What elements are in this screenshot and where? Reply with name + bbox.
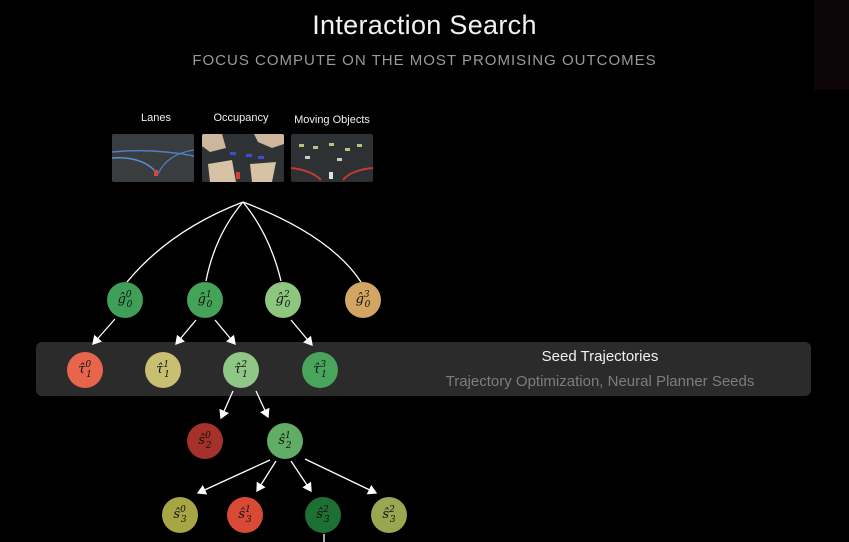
node-s31-base: ŝ (238, 507, 246, 522)
node-t2-sub: 1 (242, 370, 248, 380)
occupancy-thumbnail (202, 134, 284, 182)
page-subtitle: FOCUS COMPUTE ON THE MOST PROMISING OUTC… (192, 52, 657, 69)
node-g0-sub: 0 (126, 300, 133, 310)
node-s32-base: ŝ (316, 507, 324, 522)
node-t3-sup: 3 (320, 360, 327, 370)
node-s30-sup: 0 (180, 505, 186, 515)
lanes-image (112, 149, 194, 176)
node-g1-sup: 1 (205, 290, 212, 300)
edge-g1-t2 (214, 319, 236, 345)
edge-t2-s21 (255, 390, 270, 419)
node-t0: τ̂01 (67, 352, 103, 388)
node-t0-base: τ̂ (78, 362, 86, 377)
input-label-occupancy: Occupancy (213, 112, 269, 124)
node-s33-sub: 3 (389, 515, 396, 525)
edge-root-g3 (242, 201, 362, 283)
node-g0-base: ĝ (117, 292, 126, 307)
node-s33-base: ŝ (382, 507, 390, 522)
node-s31: ŝ13 (227, 497, 263, 533)
node-t1: τ̂11 (145, 352, 181, 388)
node-g3: ĝ30 (345, 282, 381, 318)
node-s33: ŝ23 (371, 497, 407, 533)
node-t2-sup: 2 (241, 360, 248, 370)
node-s20-sup: 0 (205, 431, 211, 441)
node-g2-sup: 2 (283, 290, 290, 300)
node-s21-base: ŝ (278, 433, 286, 448)
node-g0: ĝ00 (107, 282, 143, 318)
corner-shade (814, 0, 849, 90)
node-g0-sup: 0 (125, 290, 132, 300)
node-t0-sub: 1 (86, 370, 92, 380)
node-s31-sup: 1 (245, 505, 251, 515)
lanes-thumbnail (112, 134, 194, 182)
node-t3-sub: 1 (321, 370, 327, 380)
edge-s21-s31 (256, 460, 277, 493)
node-s30-sub: 3 (180, 515, 187, 525)
input-label-lanes: Lanes (141, 112, 171, 124)
node-t3: τ̂31 (302, 352, 338, 388)
node-t1-sup: 1 (163, 360, 170, 370)
node-s21-sup: 1 (285, 431, 291, 441)
moving-objects-image (291, 143, 373, 181)
node-s31-sub: 3 (245, 515, 252, 525)
node-t2: τ̂21 (223, 352, 259, 388)
edge-g1-t1 (175, 319, 197, 345)
edge-root-g2 (242, 201, 282, 282)
band-title: Seed Trajectories (541, 348, 659, 365)
node-t0-sup: 0 (85, 360, 92, 370)
page-title: Interaction Search (312, 10, 537, 40)
edge-root-g1 (205, 201, 244, 282)
input-label-moving-objects: Moving Objects (294, 114, 370, 126)
node-g2: ĝ20 (265, 282, 301, 318)
node-t3-base: τ̂ (313, 362, 321, 377)
node-s30: ŝ03 (162, 497, 198, 533)
node-g2-base: ĝ (275, 292, 284, 307)
band-subtitle: Trajectory Optimization, Neural Planner … (445, 373, 755, 390)
edge-t2-s20 (219, 390, 234, 420)
node-s20-sub: 2 (205, 441, 212, 451)
node-g3-sub: 0 (364, 300, 371, 310)
node-g1-sub: 0 (206, 300, 213, 310)
edge-g2-t3 (290, 319, 313, 346)
node-s21-sub: 2 (285, 441, 292, 451)
edge-s21-s30 (196, 459, 271, 495)
node-t1-sub: 1 (164, 370, 170, 380)
edge-root-g0 (126, 201, 244, 283)
edge-s21-s32 (290, 460, 312, 493)
node-t1-base: τ̂ (156, 362, 164, 377)
node-g1: ĝ10 (187, 282, 223, 318)
node-g2-sub: 0 (284, 300, 291, 310)
node-s20: ŝ02 (187, 423, 223, 459)
occupancy-image (202, 134, 284, 182)
node-s21: ŝ12 (267, 423, 303, 459)
node-s32-sub: 3 (323, 515, 330, 525)
node-g3-sup: 3 (363, 290, 370, 300)
edge-s21-s33 (304, 458, 378, 495)
node-t2-base: τ̂ (234, 362, 242, 377)
node-s30-base: ŝ (173, 507, 181, 522)
node-s32-sup: 2 (323, 505, 329, 515)
node-s33-sup: 2 (389, 505, 395, 515)
moving-objects-thumbnail (291, 134, 373, 182)
node-s20-base: ŝ (198, 433, 206, 448)
edge-g0-t0 (92, 318, 116, 345)
node-s32: ŝ23 (305, 497, 341, 533)
node-g3-base: ĝ (355, 292, 364, 307)
node-g1-base: ĝ (197, 292, 206, 307)
